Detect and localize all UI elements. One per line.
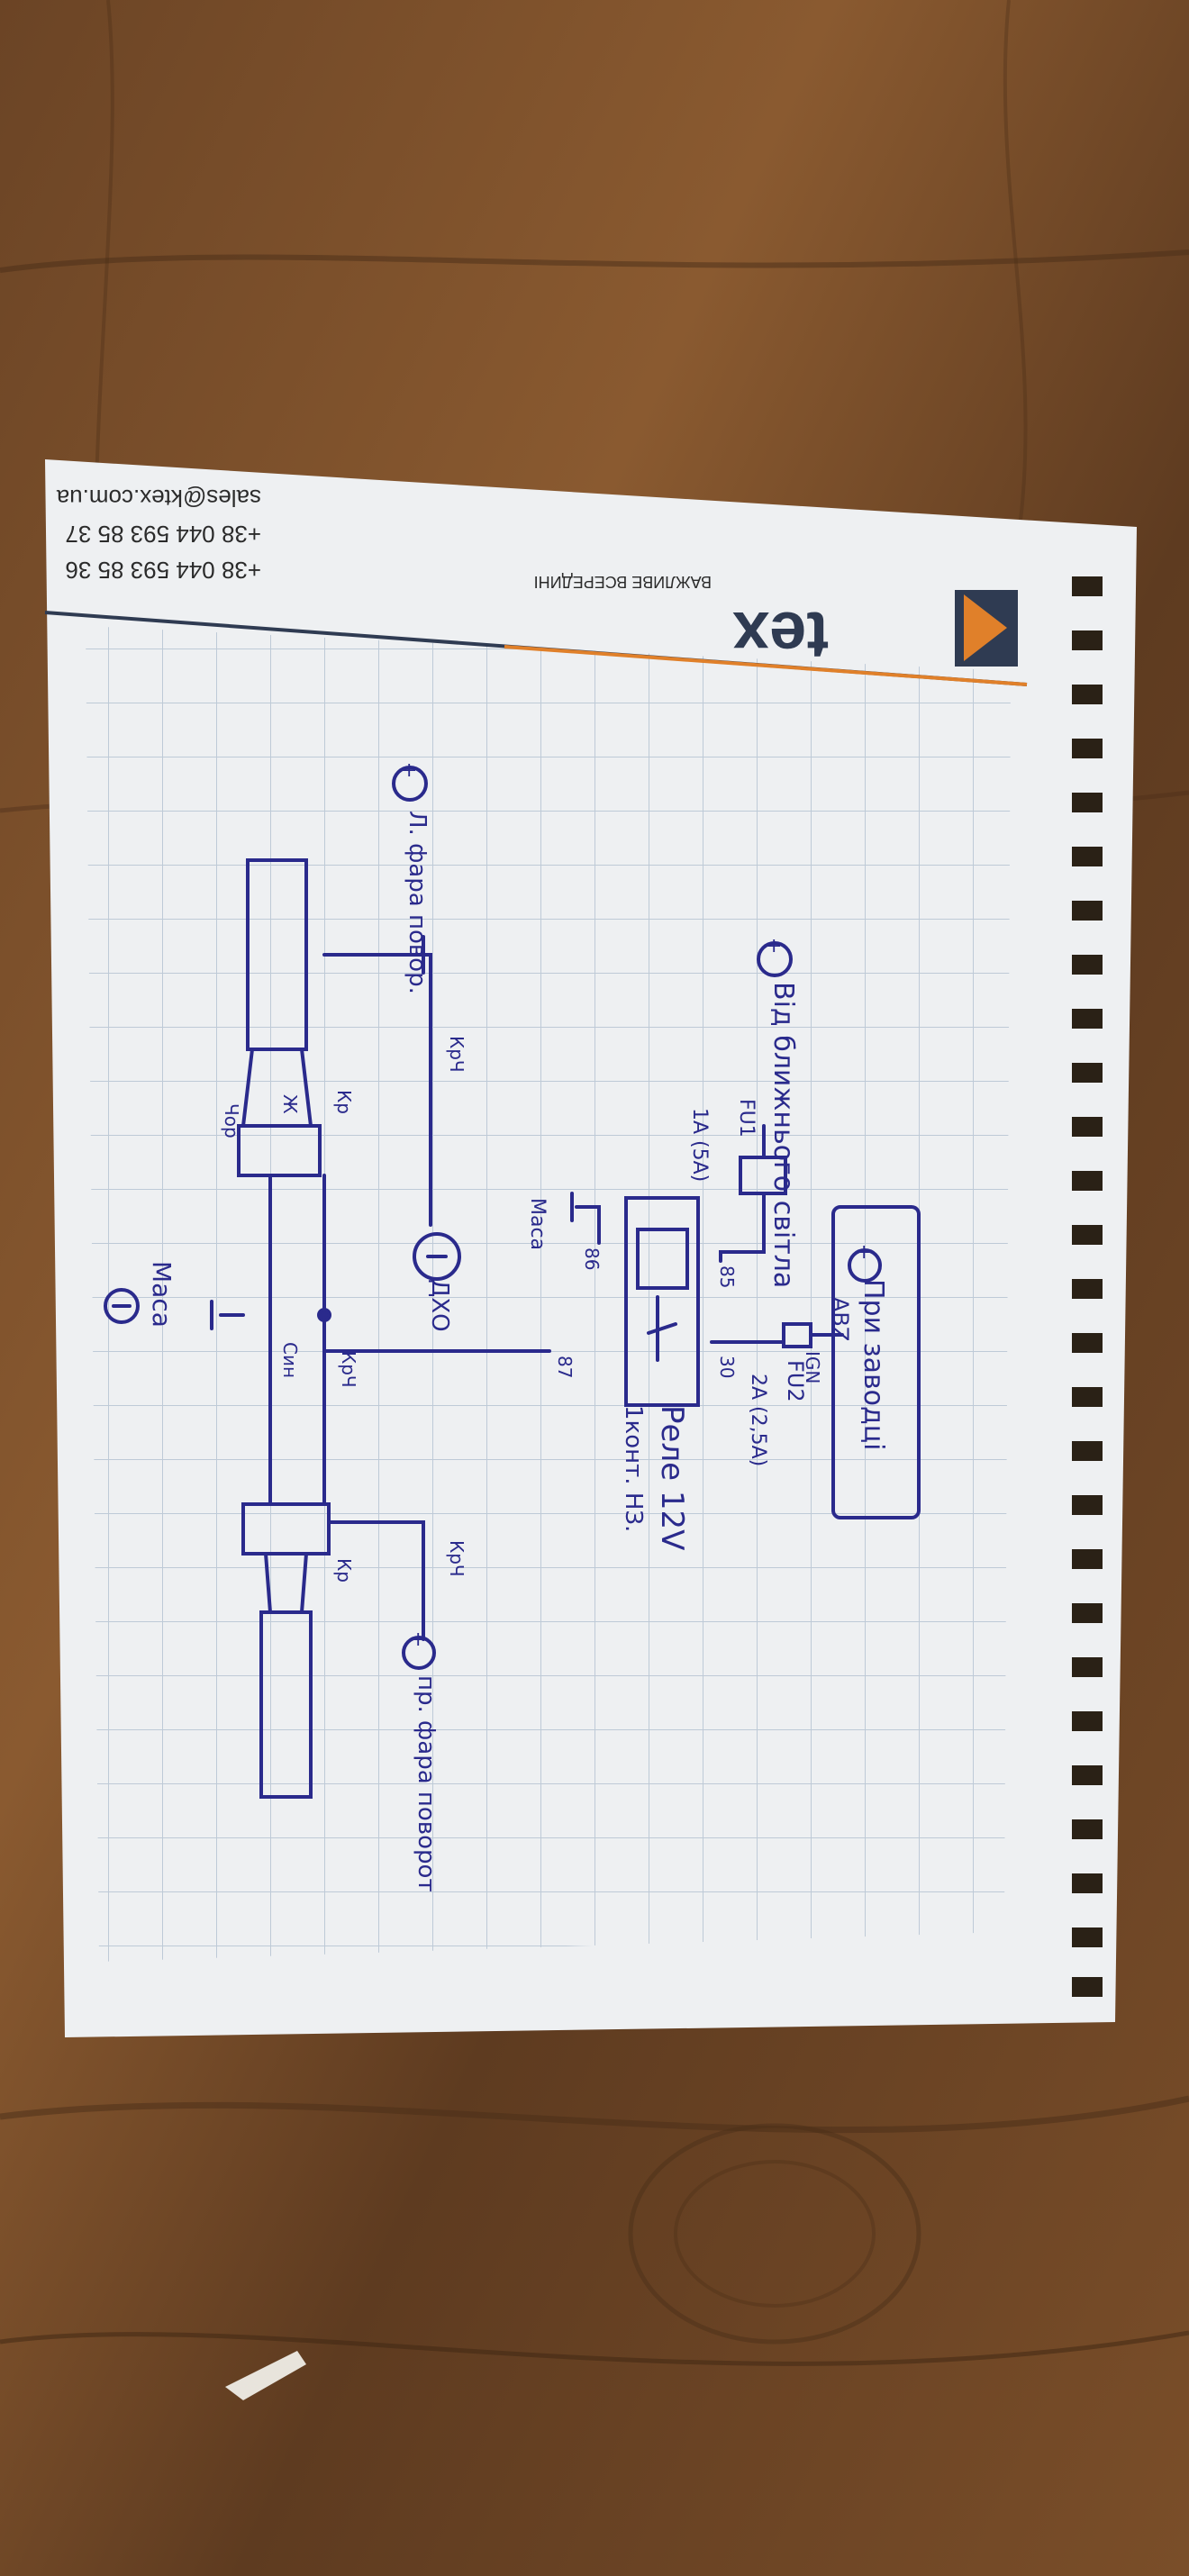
wire-30 <box>710 1333 844 1344</box>
logo-tagline: ВАЖЛИВЕ ВСЕРЕДИНІ <box>534 573 712 591</box>
label-wire-kr-right: Кр <box>333 1558 355 1583</box>
phone-1: +38 044 593 85 36 <box>65 557 261 584</box>
sign-plus-left: + <box>401 759 417 782</box>
ktex-logo: tex ВАЖЛИВЕ ВСЕРЕДИНІ <box>534 573 1018 673</box>
label-right-headlamp: пр. фара поворот <box>413 1675 440 1892</box>
phone-2: +38 044 593 85 37 <box>65 521 261 548</box>
wire-86 <box>575 1205 601 1245</box>
label-fu1: FU1 <box>735 1099 758 1138</box>
label-pin-30: 30 <box>716 1356 738 1378</box>
label-wire-sin: Син <box>279 1342 301 1378</box>
wiring-diagram <box>104 766 921 1799</box>
paper-sheet <box>44 459 1137 2037</box>
label-ign: IGN <box>802 1351 823 1383</box>
right-headlamp-block <box>259 1610 313 1799</box>
label-wire-zh: Ж <box>279 1094 301 1114</box>
sign-plus-right: + <box>410 1628 426 1651</box>
label-wire-krch-left: КрЧ <box>446 1036 467 1073</box>
logo-mark-orange <box>964 594 1007 661</box>
email: sales@ktex.com.ua <box>56 485 261 512</box>
label-wire-chor: Чор <box>221 1103 242 1138</box>
sign-plus-low-beam: + <box>766 935 782 957</box>
ground-minus-circle <box>104 1288 140 1324</box>
sign-plus-start: + <box>856 1241 872 1264</box>
diagram-labels: Від ближнього світла FU1 1A (5A) При зав… <box>147 759 889 1892</box>
plus-circle-low-beam <box>757 941 793 977</box>
label-pin-85: 85 <box>716 1265 738 1288</box>
paper-scrap <box>225 2351 306 2400</box>
wire-krch-right <box>327 1520 425 1641</box>
plus-circle-right <box>402 1636 436 1670</box>
label-fu1-rating: 1A (5A) <box>688 1108 711 1182</box>
wire-krch-left <box>322 953 432 1227</box>
on-start-box <box>831 1205 921 1519</box>
right-harness <box>264 1552 308 1614</box>
label-wire-krch-right: КрЧ <box>446 1540 467 1577</box>
label-wire-krch-bus: КрЧ <box>338 1351 359 1388</box>
left-harness <box>241 1048 313 1128</box>
label-fu2: FU2 <box>783 1360 808 1402</box>
label-dho: ДХО <box>426 1279 453 1332</box>
label-pin-86: 86 <box>581 1247 603 1270</box>
wire-low-beam <box>719 1124 766 1263</box>
label-masa-relay: Маса <box>526 1198 549 1250</box>
plus-circle-start <box>848 1248 882 1283</box>
right-connector <box>241 1502 331 1556</box>
label-fu2-rating: 2A (2,5A) <box>747 1374 769 1466</box>
logo-wordmark: tex <box>732 598 829 673</box>
left-connector <box>237 1124 322 1177</box>
label-abz: ABZ <box>828 1297 853 1341</box>
label-masa-ground: Маса <box>147 1261 177 1328</box>
relay-box <box>624 1196 700 1407</box>
minus-circle <box>413 1232 461 1281</box>
label-from-low-beam: Від ближнього світла <box>767 982 799 1288</box>
label-on-start: При заводці <box>858 1279 889 1451</box>
ktex-header: tex ВАЖЛИВЕ ВСЕРЕДИНІ +38 044 593 85 36 … <box>56 485 1018 673</box>
relay-coil <box>636 1228 689 1290</box>
plus-circle-left <box>392 766 428 802</box>
label-relay: Реле 12V <box>654 1405 690 1550</box>
label-wire-kr-left: Кр <box>333 1090 355 1114</box>
label-pin-87: 87 <box>554 1356 576 1378</box>
binder-holes <box>1072 576 1103 1997</box>
junction-dot <box>317 1308 331 1322</box>
label-left-headlamp: Л. фара повор. <box>404 811 431 994</box>
label-relay-desc: 1конт. НЗ. <box>620 1405 647 1532</box>
left-headlamp-block <box>246 858 308 1051</box>
relay-contact <box>647 1295 677 1362</box>
